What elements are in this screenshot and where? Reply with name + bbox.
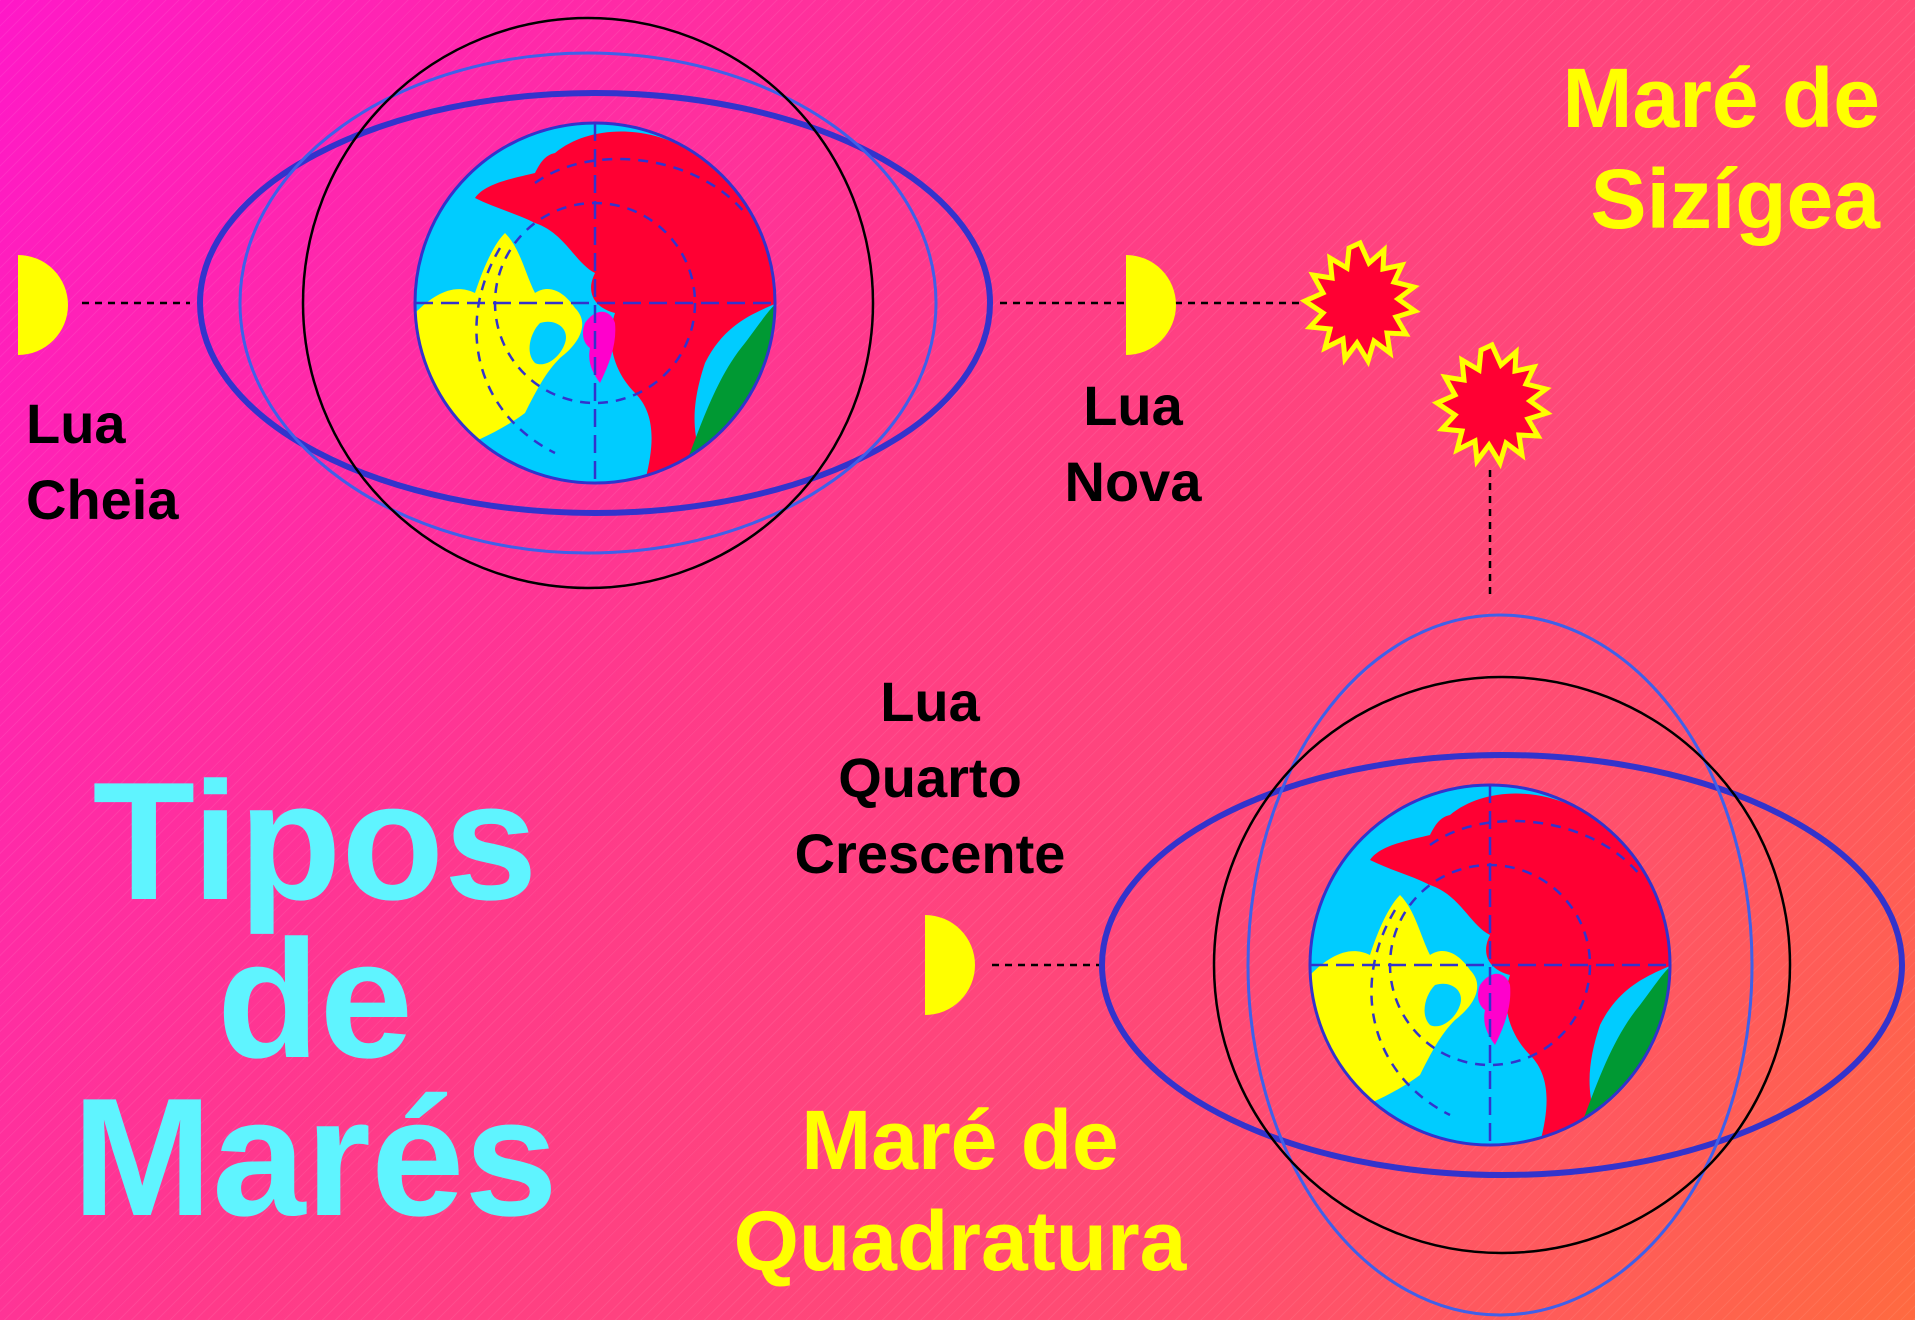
- slide-title-line2: de: [216, 904, 414, 1093]
- new-moon-label-line1: Lua: [1083, 374, 1183, 437]
- neap-tide-diagram: [925, 345, 1905, 1317]
- full-moon-label: Lua Cheia: [26, 396, 179, 528]
- spring-tide-title-line1: Maré de: [1562, 51, 1880, 145]
- sun-icon: [1437, 345, 1547, 463]
- quarter-moon-label-line2: Quarto: [838, 746, 1022, 809]
- new-moon-label-line2: Nova: [1064, 450, 1202, 513]
- quarter-moon-label-line1: Lua: [880, 670, 980, 733]
- tide-ellipse-thin: [238, 51, 938, 555]
- spring-tide-title-line2: Sizígea: [1590, 151, 1880, 246]
- new-moon-icon: [1126, 255, 1176, 355]
- tide-bulge-ellipse: [1099, 752, 1905, 1178]
- moon-orbit-circle: [301, 16, 875, 590]
- tide-ellipse-thin: [1246, 613, 1754, 1317]
- quarter-moon-icon: [925, 915, 975, 1015]
- slide-title-line1: Tipos: [92, 747, 538, 935]
- full-moon-icon: [18, 255, 68, 355]
- sun-icon: [1305, 243, 1415, 361]
- neap-tide-title-line1: Maré de: [801, 1093, 1119, 1187]
- earth-globe-icon: [413, 123, 777, 485]
- tide-bulge-ellipse: [197, 90, 993, 516]
- neap-tide-title: Maré de Quadratura: [700, 1090, 1220, 1292]
- slide-title-line3: Marés: [72, 1062, 558, 1251]
- quarter-moon-label-line3: Crescente: [794, 822, 1066, 885]
- spring-tide-title: Maré de Sizígea: [1480, 48, 1880, 250]
- moon-orbit-circle: [1212, 675, 1792, 1255]
- slide-title: Tipos de Marés: [60, 747, 570, 1251]
- full-moon-label-line2: Cheia: [26, 468, 179, 531]
- full-moon-label-line1: Lua: [26, 392, 126, 455]
- quarter-moon-label: Lua Quarto Crescente: [765, 674, 1095, 882]
- neap-tide-title-line2: Quadratura: [733, 1193, 1187, 1288]
- new-moon-label: Lua Nova: [1033, 378, 1233, 510]
- earth-globe-icon: [1308, 785, 1672, 1147]
- spring-tide-diagram: [18, 16, 1415, 590]
